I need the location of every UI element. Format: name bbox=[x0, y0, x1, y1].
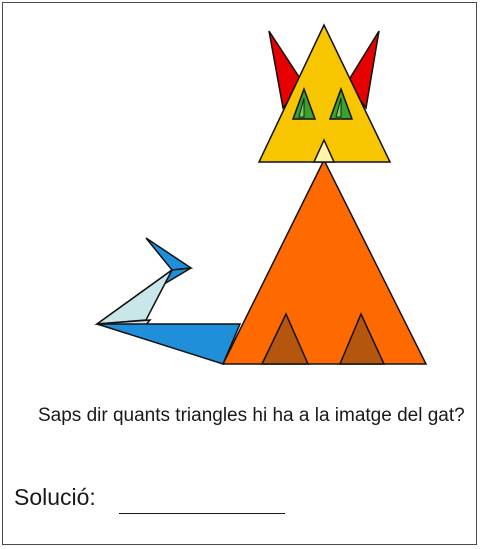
tail-light-triangle bbox=[94, 269, 173, 325]
solution-label: Solució: bbox=[14, 484, 96, 510]
right-paw-triangle bbox=[338, 312, 386, 365]
question-text: Saps dir quants triangles hi ha a la ima… bbox=[38, 405, 465, 426]
left-paw-triangle bbox=[260, 312, 310, 365]
tail-bottom-triangle bbox=[96, 323, 242, 365]
body-triangle bbox=[221, 158, 428, 365]
answer-blank-line bbox=[119, 513, 285, 514]
worksheet-card bbox=[2, 2, 477, 545]
nose-triangle bbox=[312, 138, 336, 163]
tail-upper-triangle bbox=[145, 237, 194, 271]
